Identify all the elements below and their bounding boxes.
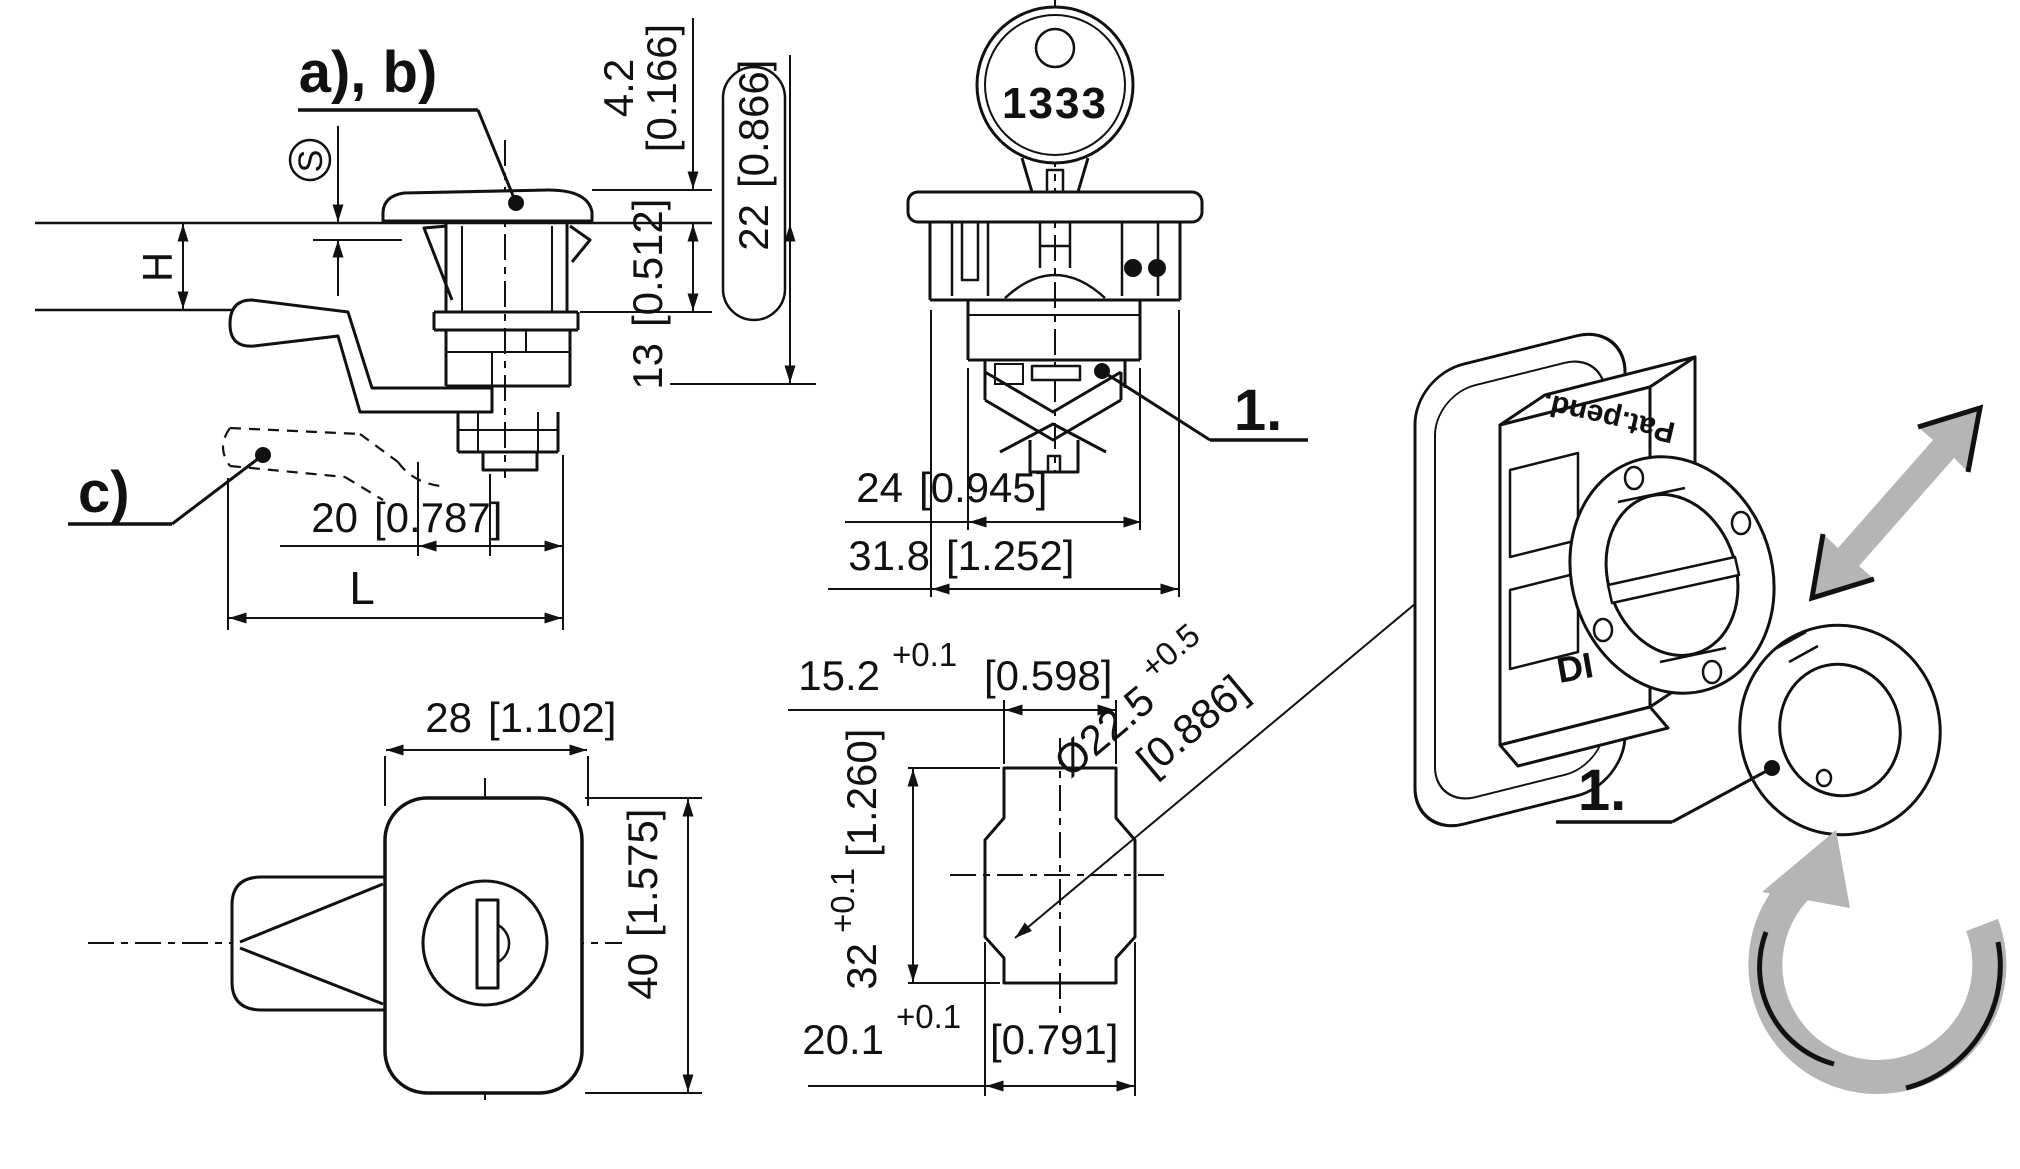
dim-40-mm: 40	[619, 953, 666, 1000]
dim-20-1-tol: +0.1	[896, 998, 961, 1035]
sheet-thickness-callout: S	[288, 126, 402, 296]
lock-body-side	[432, 223, 580, 472]
cutout-outline	[983, 766, 1137, 985]
key-bow-outer	[975, 5, 1135, 165]
housing-bottom-lip	[1498, 705, 1670, 768]
dim-L: L	[227, 478, 562, 630]
dim-15-2-tol: +0.1	[892, 636, 957, 673]
clip-ball-right	[1148, 259, 1166, 277]
dim-28: 28 [1.102]	[384, 694, 616, 806]
dim-body-depth-inch: [0.512]	[624, 199, 671, 327]
dim-20-1-mm: 20.1	[802, 1016, 884, 1063]
keyway-arc	[497, 923, 511, 964]
back-cam-wing	[230, 875, 385, 1012]
callout-c: c)	[68, 447, 271, 526]
grip-dim-capsule	[721, 65, 787, 322]
callout-ab: a), b)	[298, 40, 524, 211]
s-symbol-circle	[288, 138, 332, 182]
callout-1-iso: 1.	[1556, 758, 1780, 824]
collar	[1568, 455, 1776, 695]
dim-H-label: H	[134, 252, 181, 282]
clip-window	[994, 363, 1024, 385]
latch-bar	[1606, 555, 1741, 605]
key: 1333	[975, 5, 1135, 194]
front-view: 1333	[828, 0, 1308, 597]
dim-20-1: 20.1 +0.1 [0.791]	[802, 942, 1136, 1096]
dim-32-inch: [1.260]	[838, 729, 885, 857]
dim-24: 24 [0.945]	[845, 368, 1141, 530]
dim-31-8-mm: 31.8	[848, 532, 930, 579]
back-view: 28 [1.102] 40 [1.575]	[88, 694, 702, 1106]
s-symbol: S	[292, 150, 330, 173]
callout-1-front: 1.	[1094, 363, 1308, 443]
key-code: 1333	[1002, 79, 1108, 128]
leader-dot	[255, 447, 271, 463]
dim-diameter: Ø22.5 +0.5 [0.886]	[1011, 567, 1459, 943]
dim-body-depth-mm: 13	[624, 343, 671, 390]
left-clip-arm	[422, 224, 454, 301]
dim-cam-length: 20 [0.787]	[280, 455, 564, 630]
cutout-view: 15.2 +0.1 [0.598] 32 +0.1 [1.260] 20.1	[788, 567, 1459, 1096]
front-cam	[983, 370, 1123, 474]
iso-view: Pat.pend. DI	[1413, 332, 2007, 1094]
callout-1-label: 1.	[1234, 378, 1282, 443]
dim-cam-length-mm: 20	[311, 494, 358, 541]
dim-28-mm: 28	[425, 694, 472, 741]
dim-H: H	[134, 224, 189, 309]
callout-1-iso-label: 1.	[1578, 758, 1626, 823]
assembly-arrow	[1812, 408, 1980, 598]
housing-window-upper	[1508, 451, 1580, 559]
dim-cam-length-inch: [0.787]	[374, 494, 502, 541]
cam-rotated-dashed	[221, 426, 441, 501]
leader-dot	[508, 195, 524, 211]
dim-head-height: 4.2 [0.166]	[592, 18, 712, 191]
dim-40-inch: [1.575]	[619, 809, 666, 937]
key-hole	[1034, 27, 1076, 69]
brand-fragment: DI	[1554, 644, 1597, 691]
dim-28-inch: [1.102]	[488, 694, 616, 741]
dim-head-height-mm: 4.2	[595, 59, 642, 117]
side-view: a), b) S H 4.2 [0.166]	[35, 18, 816, 630]
dim-31-8-inch: [1.252]	[946, 532, 1074, 579]
clip-ball-left	[1124, 259, 1142, 277]
dim-diameter-tol: +0.5	[1133, 616, 1207, 686]
dim-20-1-inch: [0.791]	[990, 1016, 1118, 1063]
right-clip-arm	[569, 224, 592, 263]
dim-24-inch: [0.945]	[919, 464, 1047, 511]
cam-side	[228, 298, 494, 414]
dim-head-height-inch: [0.166]	[638, 24, 685, 152]
keyway-slot	[475, 898, 500, 990]
front-body	[928, 222, 1182, 388]
dim-24-mm: 24	[856, 464, 903, 511]
lock-head-flange	[381, 188, 594, 223]
dim-15-2-inch: [0.598]	[984, 652, 1112, 699]
housing-window-lower	[1508, 571, 1580, 671]
dim-grip-inch: [0.866]	[730, 60, 777, 188]
dim-grip-mm: 22	[730, 204, 777, 251]
dim-31-8: 31.8 [1.252]	[828, 310, 1180, 597]
dim-32-tol: +0.1	[824, 868, 861, 933]
rotation-arrow	[1748, 830, 2007, 1094]
front-flange	[906, 190, 1204, 224]
cylinder-face	[421, 879, 549, 1007]
dim-40: 40 [1.575]	[585, 797, 702, 1094]
clip-bar	[1030, 364, 1082, 382]
callout-c-label: c)	[78, 460, 130, 525]
dim-15-2-mm: 15.2	[798, 652, 880, 699]
dim-body-depth: 13 [0.512]	[580, 199, 712, 390]
dim-grip-length: 22 [0.866]	[670, 55, 816, 385]
dim-32: 32 +0.1 [1.260]	[824, 729, 1000, 990]
dim-15-2: 15.2 +0.1 [0.598]	[788, 636, 1117, 764]
dim-L-label: L	[349, 562, 375, 614]
clip-ring	[1738, 623, 1942, 837]
key-bow-inner	[984, 14, 1126, 156]
callout-ab-label: a), b)	[299, 40, 438, 105]
dim-32-mm: 32	[838, 943, 885, 990]
